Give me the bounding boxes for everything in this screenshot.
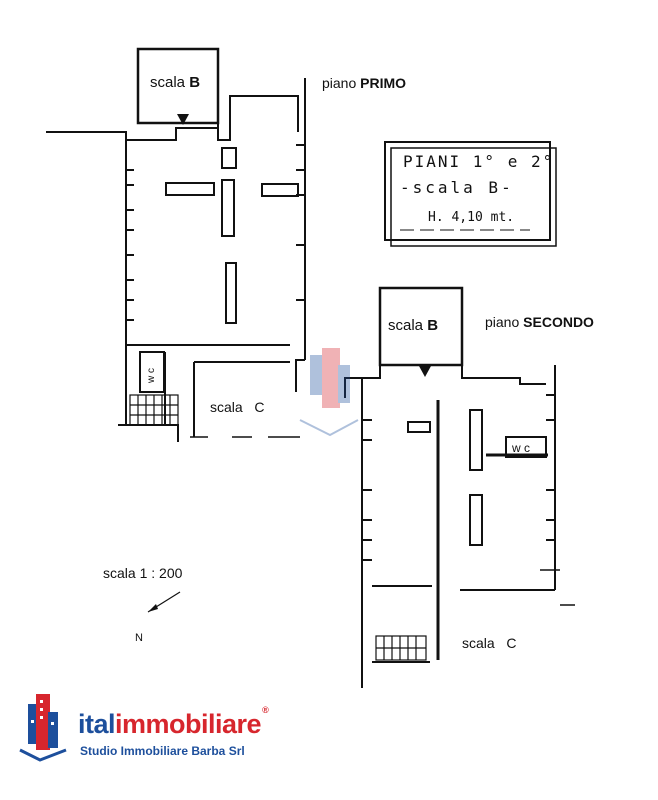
stair-b-upper-label: scala B [150,74,200,91]
brand-tagline: Studio Immobiliare Barba Srl [80,744,245,758]
title-box [384,141,551,241]
wc-right-label: w c [511,441,530,455]
stair-c-right-label: scala C [462,635,516,651]
north-label: N [135,632,143,644]
watermark-logo [299,348,359,437]
company-logo: italimmobiliare® Studio Immobiliare Barb… [18,690,318,770]
brand-name: italimmobiliare® [78,705,269,739]
scale-label: scala 1 : 200 [103,565,183,581]
stair-c-left-label: scala C [210,399,264,415]
floor-first-label: piano PRIMO [322,75,406,91]
title-line-3: H. 4,10 mt. [428,210,514,225]
first-floor-plan [46,47,306,442]
title-line-1: PIANI 1° e 2° [403,152,554,171]
entry-arrow-icon [177,114,189,125]
title-line-2: -scala B- [400,178,514,197]
entry-arrow-icon [419,366,431,377]
wc-left-label: w c [146,368,157,384]
stair-b-lower-label: scala B [388,317,438,334]
second-floor-plan [344,286,575,688]
building-logo-icon [19,694,67,762]
floor-second-label: piano SECONDO [485,314,594,330]
